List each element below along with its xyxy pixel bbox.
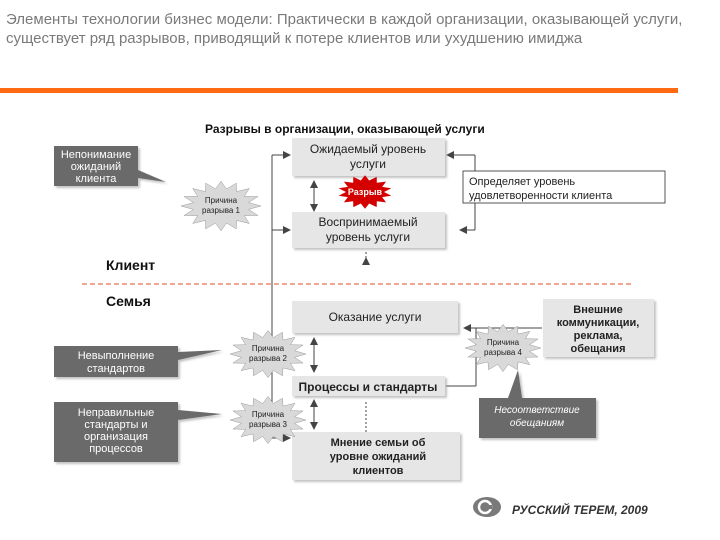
broken-promises-line-1: Несоответствие bbox=[494, 405, 580, 416]
processes-standards-box: Процессы и стандарты bbox=[292, 376, 445, 396]
defines-line-1: Определяет уровень bbox=[469, 176, 575, 188]
expected-line-2: услуги bbox=[350, 157, 386, 171]
cause-1-starburst: Причина разрыва 1 bbox=[180, 180, 262, 232]
perceived-service-box: Воспринимаемый уровень услуги bbox=[292, 212, 445, 248]
cause-3-line-1: Причина bbox=[252, 410, 285, 419]
cause-2-starburst: Причина разрыва 2 bbox=[229, 329, 307, 379]
zone-family-label: Семья bbox=[106, 293, 151, 309]
wrong-standards-line-1: Неправильные bbox=[78, 407, 155, 419]
non-compliance-line-1: Невыполнение bbox=[78, 350, 155, 362]
broken-promises-line-2: обещаниям bbox=[510, 417, 564, 429]
gap-star-shape bbox=[338, 175, 392, 209]
cause-4-starburst: Причина разрыва 4 bbox=[464, 323, 542, 373]
misunderstanding-line-3: клиента bbox=[76, 173, 118, 185]
gap-starburst: Разрыв bbox=[338, 175, 392, 209]
cause-1-star-shape bbox=[180, 180, 262, 232]
processes-line-1: Процессы и стандарты bbox=[299, 380, 438, 394]
gap-label: Разрыв bbox=[348, 187, 383, 197]
external-communications-box: Внешние коммуникации, реклама, обещания bbox=[543, 299, 654, 357]
wrong-standards-line-2: стандарты и bbox=[84, 419, 147, 431]
cause-4-line-2: разрыва 4 bbox=[484, 348, 523, 357]
family-opinion-line-3: клиентов bbox=[353, 465, 404, 477]
external-line-4: обещания bbox=[571, 343, 626, 355]
diagram-heading: Разрывы в организации, оказывающей услуг… bbox=[205, 122, 485, 136]
company-logo bbox=[473, 497, 501, 517]
external-line-2: коммуникации, bbox=[557, 317, 640, 329]
non-compliance-line-2: стандартов bbox=[87, 363, 145, 375]
service-delivery-box: Оказание услуги bbox=[292, 301, 458, 333]
cause-1-line-2: разрыва 1 bbox=[202, 206, 241, 215]
cause-3-star-shape bbox=[229, 395, 307, 445]
cause-3-line-2: разрыва 3 bbox=[249, 420, 288, 429]
cause-4-star-shape bbox=[464, 323, 542, 373]
external-line-1: Внешние bbox=[573, 304, 622, 316]
expected-line-1: Ожидаемый уровень bbox=[310, 142, 426, 156]
family-opinion-line-1: Мнение семьи об bbox=[331, 437, 426, 449]
broken-promises-callout: Несоответствие обещаниям bbox=[479, 370, 596, 438]
non-compliance-callout: Невыполнение стандартов bbox=[54, 346, 222, 377]
cause-2-line-2: разрыва 2 bbox=[249, 354, 288, 363]
cause-3-starburst: Причина разрыва 3 bbox=[229, 395, 307, 445]
cause-1-line-1: Причина bbox=[205, 196, 238, 205]
misunderstanding-line-1: Непонимание bbox=[61, 149, 131, 161]
family-opinion-line-2: уровне ожиданий bbox=[330, 451, 426, 463]
perceived-line-2: уровень услуги bbox=[326, 230, 410, 244]
zone-client-label: Клиент bbox=[106, 257, 155, 273]
cause-2-line-1: Причина bbox=[252, 344, 285, 353]
delivery-line-1: Оказание услуги bbox=[329, 310, 422, 324]
wrong-standards-line-4: процессов bbox=[89, 443, 143, 455]
wrong-standards-callout: Неправильные стандарты и организация про… bbox=[54, 402, 222, 462]
wrong-standards-line-3: организация bbox=[84, 431, 148, 443]
footer-copyright: РУССКИЙ ТЕРЕМ, 2009 bbox=[512, 503, 648, 517]
expected-service-box: Ожидаемый уровень услуги bbox=[292, 138, 445, 176]
cause-4-line-1: Причина bbox=[487, 338, 520, 347]
misunderstanding-callout: Непонимание ожиданий клиента bbox=[54, 146, 166, 186]
perceived-line-1: Воспринимаемый bbox=[318, 215, 417, 229]
family-opinion-box: Мнение семьи об уровне ожиданий клиентов bbox=[292, 432, 460, 480]
defines-level-box: Определяет уровень удовлетворенности кли… bbox=[462, 170, 666, 204]
cause-2-star-shape bbox=[229, 329, 307, 379]
misunderstanding-line-2: ожиданий bbox=[71, 161, 121, 173]
slide-title: Элементы технологии бизнес модели: Практ… bbox=[6, 11, 683, 47]
defines-line-2: удовлетворенности клиента bbox=[469, 190, 613, 202]
external-line-3: реклама, bbox=[574, 330, 623, 342]
orange-divider bbox=[0, 88, 678, 93]
